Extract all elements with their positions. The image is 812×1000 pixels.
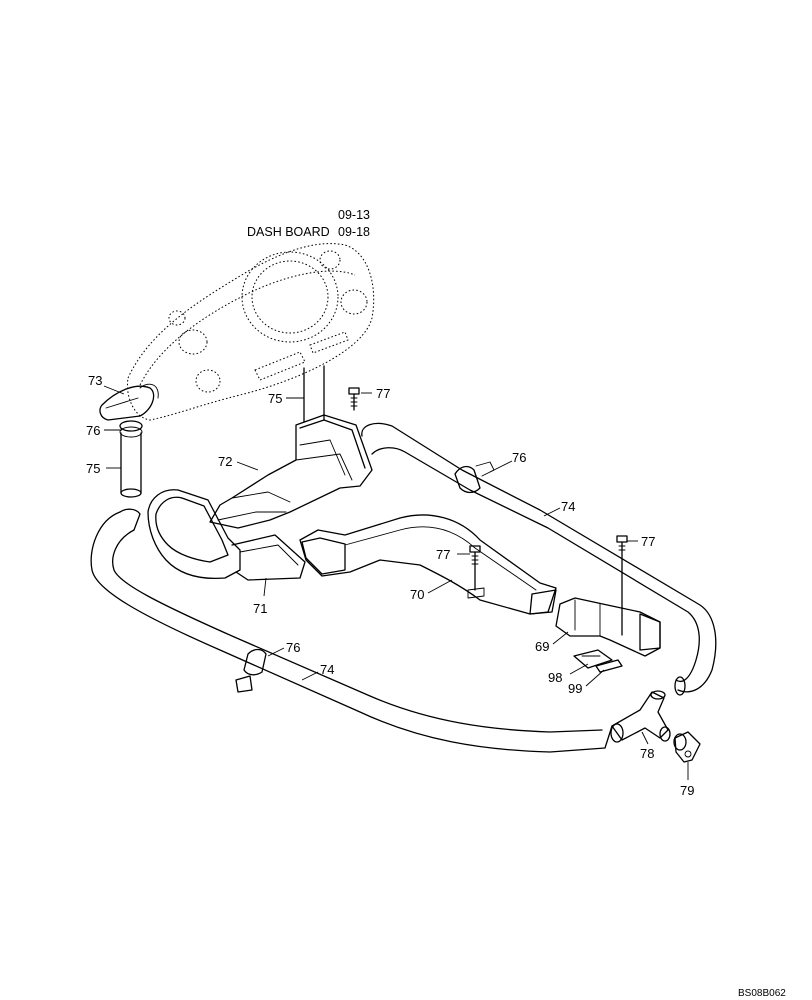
right-duct-70 xyxy=(299,514,557,615)
callout-69: 69 xyxy=(535,639,549,654)
callout-74-right: 74 xyxy=(561,499,575,514)
ref-09-13: 09-13 xyxy=(338,208,370,222)
callout-77-mid: 77 xyxy=(436,547,450,562)
screw-77-mid xyxy=(467,545,485,599)
callout-70: 70 xyxy=(410,587,424,602)
tee-joint-78 xyxy=(610,690,671,743)
callout-75-left: 75 xyxy=(86,461,100,476)
callout-79: 79 xyxy=(680,783,694,798)
hose-clamp-76-right xyxy=(454,461,495,494)
callout-77-right: 77 xyxy=(641,534,655,549)
hose-75-left xyxy=(120,432,142,498)
callout-77-top: 77 xyxy=(376,386,390,401)
center-duct-72 xyxy=(209,414,373,529)
left-duct-71 xyxy=(147,489,306,581)
outlet-nozzle-73 xyxy=(99,383,159,421)
screw-77-right xyxy=(616,535,628,636)
callout-72: 72 xyxy=(218,454,232,469)
rect-duct-69 xyxy=(555,597,661,657)
callout-76-bottom: 76 xyxy=(286,640,300,655)
callout-78: 78 xyxy=(640,746,654,761)
screw-77-top xyxy=(348,387,360,411)
clip-99 xyxy=(595,659,623,673)
callout-74-bottom: 74 xyxy=(320,662,334,677)
callout-75-top: 75 xyxy=(268,391,282,406)
callout-98: 98 xyxy=(548,670,562,685)
ref-09-18: 09-18 xyxy=(338,225,370,239)
drain-valve-79 xyxy=(673,731,701,763)
callout-76-right: 76 xyxy=(512,450,526,465)
callout-73: 73 xyxy=(88,373,102,388)
hose-clamp-76-left xyxy=(119,420,143,438)
dashboard-label: DASH BOARD xyxy=(247,225,330,239)
hose-75-top xyxy=(303,365,325,423)
leader-lines xyxy=(103,385,689,780)
callout-71: 71 xyxy=(253,601,267,616)
drawing-code: BS08B062 xyxy=(738,988,786,999)
dashboard-phantom xyxy=(126,243,375,421)
callout-76-left: 76 xyxy=(86,423,100,438)
callout-99: 99 xyxy=(568,681,582,696)
hose-clamp-76-bottom xyxy=(235,648,267,693)
clip-98 xyxy=(573,649,613,669)
main-hose-74 xyxy=(90,422,717,753)
